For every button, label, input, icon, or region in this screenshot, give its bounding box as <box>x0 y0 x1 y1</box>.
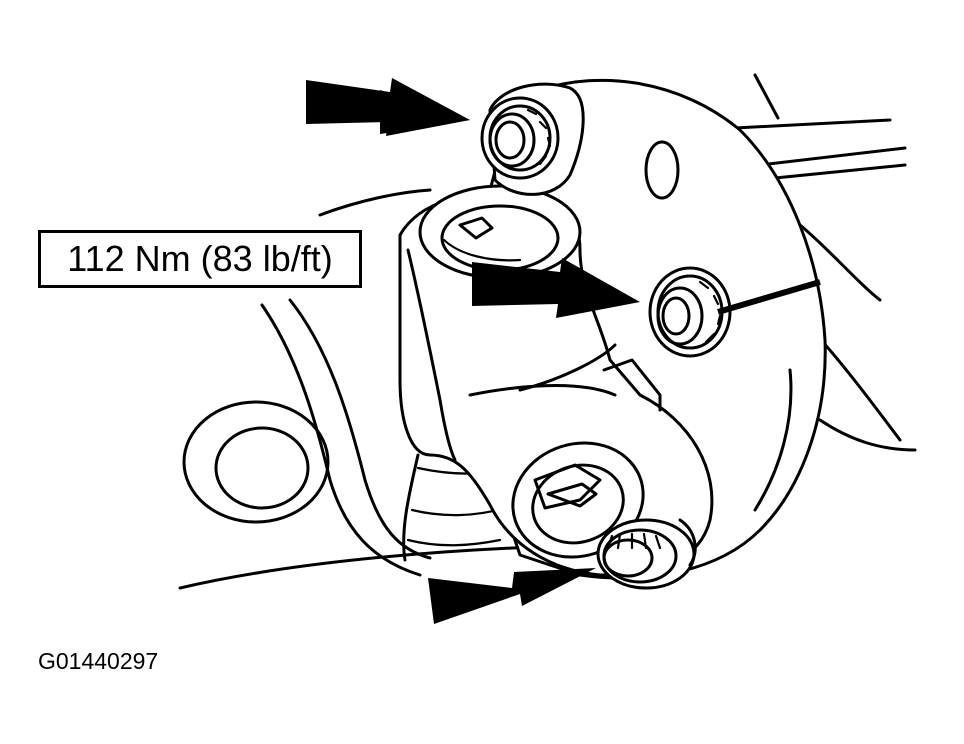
arrow-middle-bolt <box>472 258 640 318</box>
lower-bolt <box>596 518 697 590</box>
leader-line <box>717 279 821 315</box>
lower-bearing-bore <box>511 441 645 559</box>
figure-id: G01440297 <box>38 648 159 674</box>
torque-spec-label: 112 Nm (83 lb/ft) <box>67 238 333 279</box>
torque-spec-box: 112 Nm (83 lb/ft) <box>38 230 362 288</box>
upper-bearing-bore <box>418 184 582 280</box>
arrow-lower-bolt <box>428 568 596 624</box>
side-boss <box>182 400 330 524</box>
arrow-upper-bolt <box>306 78 470 136</box>
upper-bolt <box>480 96 560 180</box>
